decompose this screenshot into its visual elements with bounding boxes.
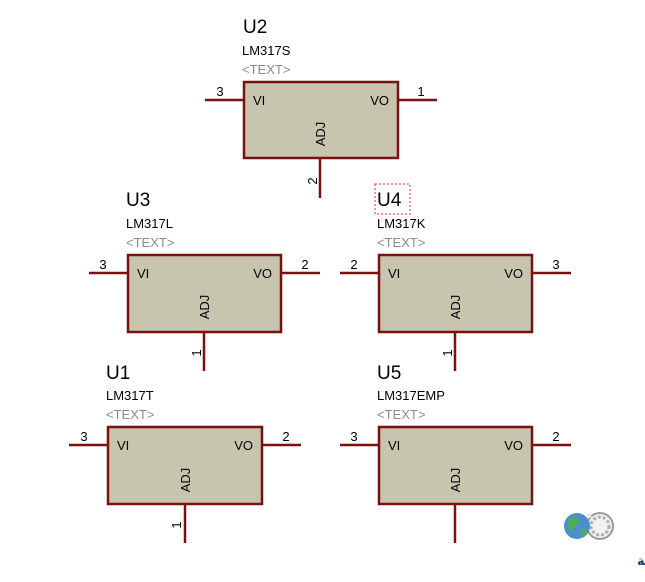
u4-body[interactable] bbox=[377, 253, 534, 334]
u3-body[interactable] bbox=[126, 253, 283, 334]
u3-vo-pin-number: 2 bbox=[301, 257, 308, 272]
u4-text-placeholder[interactable]: <TEXT> bbox=[377, 235, 425, 250]
u5-text-placeholder[interactable]: <TEXT> bbox=[377, 407, 425, 422]
u3-adj-pin-number: 1 bbox=[189, 349, 204, 356]
u4-reference[interactable]: U4 bbox=[377, 190, 402, 211]
u2-adj-label: ADJ bbox=[313, 122, 328, 147]
u4-value[interactable]: LM317K bbox=[377, 216, 426, 231]
u5-vi-label: VI bbox=[388, 438, 400, 453]
u2-vo-pin-number: 1 bbox=[417, 84, 424, 99]
u2-value[interactable]: LM317S bbox=[242, 43, 291, 58]
globe-gear-logo-icon bbox=[564, 512, 614, 540]
u2-vi-pin-number: 3 bbox=[216, 84, 223, 99]
component-u1[interactable]: U1 LM317T <TEXT> VI VO ADJ 3 2 1 bbox=[69, 363, 301, 543]
u1-vo-pin-number: 2 bbox=[282, 429, 289, 444]
u3-vi-label: VI bbox=[137, 266, 149, 281]
component-u2[interactable]: U2 LM317S <TEXT> VI VO ADJ 3 1 2 bbox=[205, 17, 437, 198]
u1-value[interactable]: LM317T bbox=[106, 388, 154, 403]
u4-vo-label: VO bbox=[504, 266, 523, 281]
u1-vi-label: VI bbox=[117, 438, 129, 453]
u3-adj-label: ADJ bbox=[197, 295, 212, 320]
u5-reference[interactable]: U5 bbox=[377, 363, 401, 384]
u5-vo-label: VO bbox=[504, 438, 523, 453]
u2-body[interactable] bbox=[242, 80, 400, 160]
component-u3[interactable]: U3 LM317L <TEXT> VI VO ADJ 3 2 1 bbox=[89, 190, 320, 371]
u3-vo-label: VO bbox=[253, 266, 272, 281]
u3-vi-pin-number: 3 bbox=[99, 257, 106, 272]
u1-adj-pin-number: 1 bbox=[169, 521, 184, 528]
u4-adj-pin-number: 1 bbox=[440, 349, 455, 356]
u5-value[interactable]: LM317EMP bbox=[377, 388, 445, 403]
u1-body[interactable] bbox=[106, 425, 264, 506]
u1-reference[interactable]: U1 bbox=[106, 363, 130, 384]
component-u5[interactable]: U5 LM317EMP <TEXT> VI VO ADJ 3 2 bbox=[340, 363, 571, 543]
u2-vo-label: VO bbox=[370, 93, 389, 108]
u2-reference[interactable]: U2 bbox=[243, 17, 267, 38]
u1-vi-pin-number: 3 bbox=[80, 429, 87, 444]
u1-text-placeholder[interactable]: <TEXT> bbox=[106, 407, 154, 422]
u5-body[interactable] bbox=[377, 425, 534, 506]
watermark-logo: القرية الالكترونية bbox=[564, 512, 645, 568]
u2-text-placeholder[interactable]: <TEXT> bbox=[242, 62, 290, 77]
u2-adj-pin-number: 2 bbox=[305, 177, 320, 184]
u3-reference[interactable]: U3 bbox=[126, 190, 150, 211]
u5-vo-pin-number: 2 bbox=[552, 429, 559, 444]
u3-value[interactable]: LM317L bbox=[126, 216, 173, 231]
u5-adj-label: ADJ bbox=[448, 468, 463, 493]
component-u4[interactable]: U4 LM317K <TEXT> VI VO ADJ 2 3 1 bbox=[340, 183, 571, 371]
u4-vi-pin-number: 2 bbox=[350, 257, 357, 272]
u5-vi-pin-number: 3 bbox=[350, 429, 357, 444]
u4-vi-label: VI bbox=[388, 266, 400, 281]
u3-text-placeholder[interactable]: <TEXT> bbox=[126, 235, 174, 250]
u4-reference-selection-box bbox=[374, 183, 411, 215]
u2-vi-label: VI bbox=[253, 93, 265, 108]
u4-vo-pin-number: 3 bbox=[552, 257, 559, 272]
u4-adj-label: ADJ bbox=[448, 295, 463, 320]
watermark-text: القرية الالكترونية bbox=[637, 553, 645, 568]
u1-vo-label: VO bbox=[234, 438, 253, 453]
u1-adj-label: ADJ bbox=[178, 468, 193, 493]
